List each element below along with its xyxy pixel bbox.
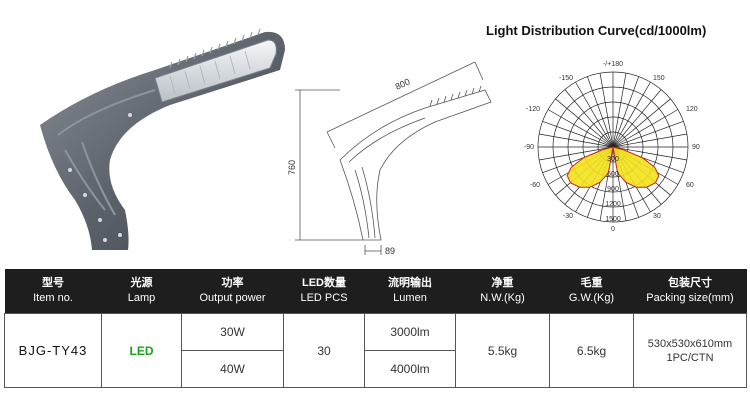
polar-spoke	[612, 76, 640, 148]
ring-label: 1200	[605, 201, 621, 208]
light-distribution-title: Light Distribution Curve(cd/1000lm)	[486, 23, 707, 38]
header-en: Output power	[199, 292, 266, 304]
table-header-row: 型号 Item no. 光源 Lamp 功率 Output power LED数…	[4, 269, 747, 314]
dim-length-label: 800	[394, 76, 412, 91]
header-cn: 毛重	[580, 277, 603, 289]
header-gross-weight: 毛重 G.W.(Kg)	[549, 269, 634, 314]
dim-height-label: 760	[287, 160, 297, 175]
angle-label: -90	[524, 144, 534, 151]
cell-lamp: LED	[101, 313, 182, 388]
header-cn: LED数量	[302, 277, 346, 289]
angle-label: -30	[563, 213, 573, 220]
technical-drawing: 800 760 89	[287, 61, 492, 256]
header-cn: 型号	[42, 277, 64, 289]
header-led-pcs: LED数量 LED PCS	[283, 269, 365, 314]
angle-label: 0	[611, 226, 615, 233]
dim-base-label: 89	[385, 246, 395, 256]
packing-size: 530x530x610mm	[647, 337, 733, 350]
header-net-weight: 净重 N.W.(Kg)	[455, 269, 550, 314]
header-cn: 功率	[221, 277, 244, 289]
polar-spoke	[542, 120, 614, 148]
ring-label: 600	[607, 171, 619, 178]
angle-label: -60	[530, 182, 540, 189]
angle-label: -/+180	[603, 61, 623, 68]
header-lumen: 流明输出 Lumen	[364, 269, 456, 314]
distribution-lobes	[566, 146, 660, 188]
header-item-no: 型号 Item no.	[4, 269, 102, 314]
cell-lumen-1: 3000lm	[364, 313, 456, 351]
angle-label: 30	[653, 213, 661, 220]
header-cn: 净重	[491, 277, 514, 289]
header-cn: 流明输出	[388, 277, 432, 289]
angle-label: -150	[559, 75, 573, 82]
ring-label: 300	[607, 156, 619, 163]
cell-item-no: BJG-TY43	[4, 313, 102, 388]
product-image	[40, 28, 285, 251]
header-output-power: 功率 Output power	[181, 269, 284, 314]
cell-gross-weight: 6.5kg	[549, 313, 634, 388]
header-en: Packing size(mm)	[646, 292, 734, 304]
polar-spoke	[586, 76, 614, 148]
angle-label: 90	[692, 144, 700, 151]
polar-spoke	[612, 120, 684, 148]
cell-power-1: 30W	[181, 313, 284, 351]
ring-label: 1500	[605, 216, 621, 223]
polar-spoke	[547, 109, 614, 148]
polar-spoke	[612, 81, 651, 148]
cell-power-2: 40W	[181, 350, 284, 388]
angle-label: 120	[686, 106, 698, 113]
polar-spoke	[612, 109, 679, 148]
table-row: BJG-TY43 LED 30W 30 3000lm 5.5kg 6.5kg 5…	[4, 313, 747, 388]
spec-table: 型号 Item no. 光源 Lamp 功率 Output power LED数…	[4, 269, 747, 388]
cell-packing: 530x530x610mm 1PC/CTN	[633, 313, 747, 388]
header-packing-size: 包装尺寸 Packing size(mm)	[633, 269, 747, 314]
distribution-lobe	[612, 146, 660, 188]
cell-led-pcs: 30	[283, 313, 365, 388]
table-row: 40W 4000lm	[5, 350, 747, 388]
distribution-lobe	[566, 146, 614, 188]
polar-spoke	[612, 133, 687, 148]
cell-lumen-2: 4000lm	[364, 350, 456, 388]
header-en: LED PCS	[300, 292, 348, 304]
polar-spoke	[612, 146, 687, 161]
header-cn: 包装尺寸	[668, 277, 712, 289]
angle-label: 60	[686, 182, 694, 189]
packing-qty: 1PC/CTN	[666, 351, 714, 364]
angle-label: 150	[653, 75, 665, 82]
cell-net-weight: 5.5kg	[455, 313, 550, 388]
header-en: Lumen	[393, 292, 427, 304]
header-en: N.W.(Kg)	[480, 292, 525, 304]
header-en: Lamp	[127, 292, 156, 304]
polar-spoke	[612, 89, 662, 148]
polar-spoke	[564, 89, 614, 148]
polar-spoke	[539, 133, 614, 148]
angle-label: -120	[526, 106, 540, 113]
header-lamp: 光源 Lamp	[101, 269, 182, 314]
ring-label: 900	[607, 186, 619, 193]
polar-spoke	[539, 146, 614, 161]
polar-spoke	[599, 73, 614, 148]
polar-spoke	[575, 81, 614, 148]
polar-spoke	[612, 73, 627, 148]
header-en: Item no.	[33, 292, 73, 304]
polar-spoke	[555, 98, 614, 148]
header-cn: 光源	[130, 277, 153, 289]
polar-spoke	[612, 98, 671, 148]
header-en: G.W.(Kg)	[568, 292, 615, 304]
